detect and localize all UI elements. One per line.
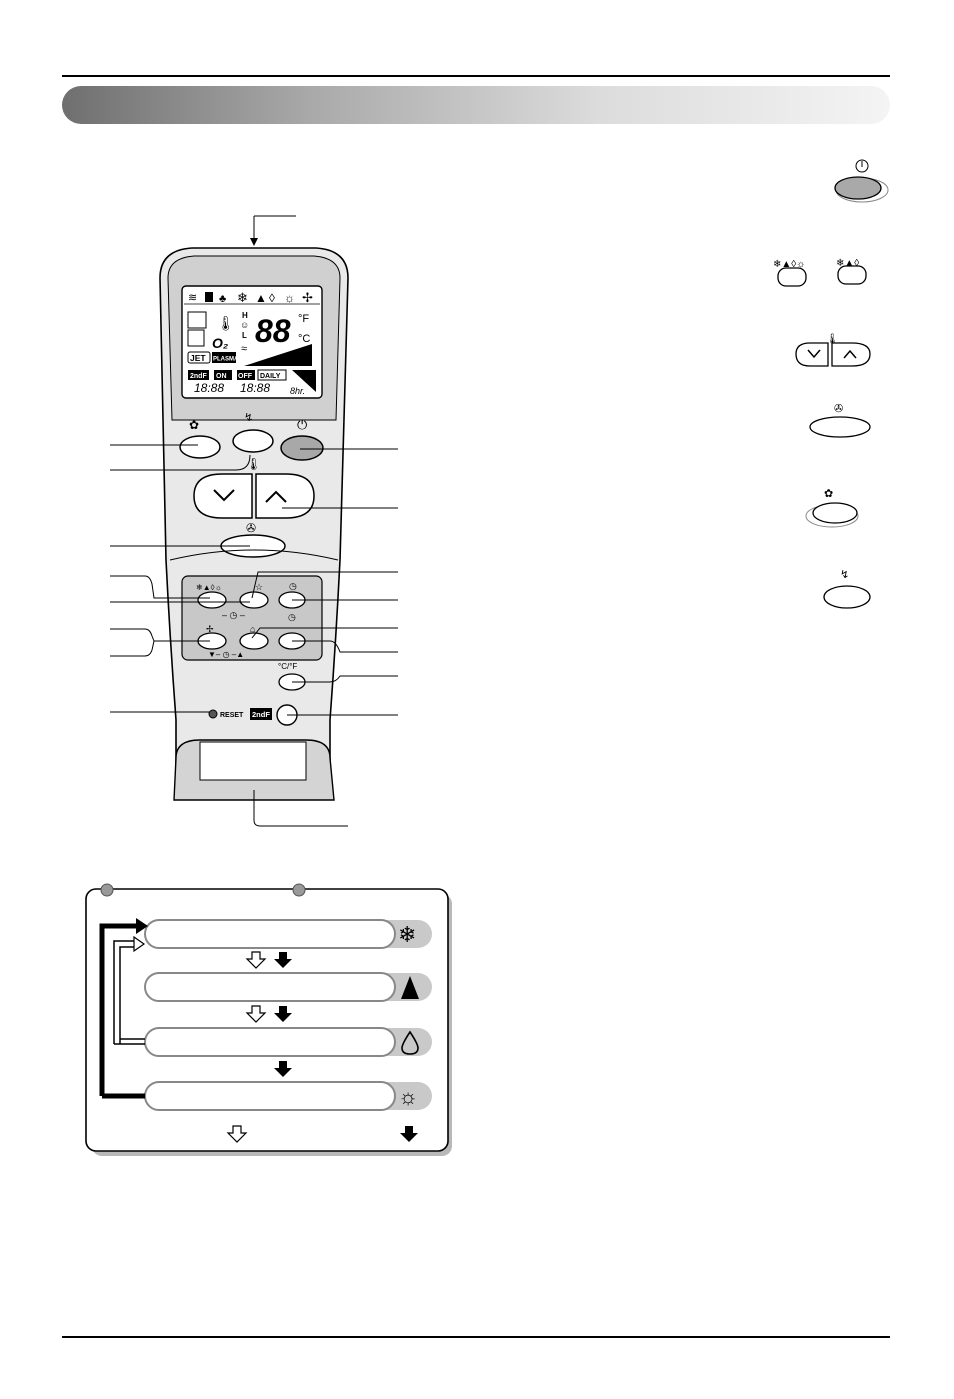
drop-icon: [401, 1030, 419, 1055]
jet-mode-button[interactable]: [232, 429, 274, 453]
chevron-up-icon: [265, 490, 287, 503]
daily-label: DAILY: [260, 373, 281, 380]
o2-label: O₂: [212, 335, 228, 351]
drop-icon: ◊: [269, 291, 275, 305]
function-panel: ❄▲◊☼ ☆ ◷ – ◷ – ◷ ✢ ⌂ ▼– ◷ –▲: [181, 575, 323, 661]
star-icon: ☆: [255, 582, 263, 592]
mode-icons-b: ❄▲◊: [836, 258, 859, 269]
on-label: ON: [216, 373, 227, 380]
callout-lines-left: [110, 444, 251, 713]
top-button-row: ✿ ↯ ⏻ 🌡: [179, 412, 324, 471]
svg-text:◷: ◷: [288, 612, 296, 622]
temp-digits: 88: [255, 313, 291, 349]
svg-text:– ◷ –: – ◷ –: [222, 610, 245, 620]
clock-icon: ◷: [289, 581, 297, 591]
svg-text:↯: ↯: [840, 569, 849, 581]
unit-f: °F: [298, 313, 309, 325]
auto-icon: ▲: [255, 291, 267, 305]
swirl-icon: ✿: [189, 418, 199, 432]
jet-label: JET: [190, 353, 206, 363]
snowflake-icon: ❄: [237, 290, 248, 305]
remote-cover: [173, 739, 335, 801]
hours-label: 8hr.: [290, 386, 305, 396]
time-right: 18:88: [240, 381, 270, 395]
svg-text:☺: ☺: [240, 320, 249, 330]
signal-icon: ≋: [188, 292, 197, 304]
fan-button-illustration: ✇: [809, 403, 871, 438]
off-label: OFF: [238, 373, 253, 380]
fan-icon: ✇: [246, 521, 256, 535]
temp-up-button[interactable]: [255, 473, 315, 519]
transmitter-pointer: [250, 215, 296, 246]
unit-c: °C: [298, 333, 310, 345]
jet-mode-icon: ↯: [244, 412, 253, 424]
swirl-button[interactable]: [179, 435, 221, 459]
battery-icon: [205, 292, 213, 302]
auto-icon: [401, 976, 419, 999]
mode-icons-a: ❄▲◊☼: [773, 259, 805, 270]
snowflake-icon: ❄: [398, 922, 416, 947]
l-label: L: [242, 331, 247, 340]
power-button[interactable]: [280, 435, 324, 461]
callout-lines-right: [251, 448, 398, 827]
mode-cycle-diagram: ❄ ☼: [85, 883, 452, 1156]
svg-text:✢: ✢: [206, 624, 214, 634]
house-icon: [187, 311, 207, 329]
mode-row-dry: [144, 1027, 432, 1057]
lcd-display: ≋ ♣ ❄ ▲ ◊ ☼ ✢ 🌡 H L ☺ 88 °F °C O₂ ≈ JET …: [181, 285, 323, 399]
swing-icon: ≈: [241, 343, 247, 355]
plasma-label: PLASMA: [213, 357, 239, 363]
button-illustrations: ❄▲◊☼ ❄▲◊ 🌡 ✇ ✿ ↯: [773, 159, 889, 609]
mode-row-cool: ❄: [144, 919, 432, 949]
temp-buttons: [193, 473, 315, 519]
power-button-illustration: [834, 159, 889, 203]
temp-buttons-illustration: 🌡: [795, 333, 871, 367]
room-temp-button[interactable]: [239, 632, 269, 650]
swirl-button-illustration: ✿: [805, 488, 859, 528]
bullet-left: [100, 883, 114, 897]
cf-label: °C/°F: [278, 662, 297, 671]
sun-icon: ☼: [398, 1084, 418, 1109]
svg-text:▼– ◷ –▲: ▼– ◷ –▲: [208, 650, 244, 659]
timer-flag-icon: [292, 370, 316, 392]
svg-text:✇: ✇: [834, 403, 843, 415]
chevron-down-icon: [213, 489, 235, 502]
mode-icons: ❄▲◊☼: [196, 583, 222, 592]
sleep-button[interactable]: [239, 591, 269, 609]
arrows-3: [274, 1061, 292, 1077]
power-icon: [834, 176, 882, 200]
reset-button[interactable]: [208, 709, 218, 719]
sun-icon: ☼: [284, 291, 295, 305]
mode-row-heat: ☼: [144, 1081, 432, 1111]
h-label: H: [242, 311, 248, 320]
svg-text:✿: ✿: [824, 488, 833, 500]
temp-down-button[interactable]: [193, 473, 253, 519]
bullet-right: [292, 883, 306, 897]
second-f-button-label: 2ndF: [252, 710, 270, 719]
power-icon: ⏻: [297, 417, 307, 432]
svg-text:⌂: ⌂: [250, 624, 255, 634]
mode-buttons-illustration: ❄▲◊☼ ❄▲◊: [773, 258, 867, 287]
top-rule: [62, 75, 890, 77]
thermometer-icon: 🌡: [217, 315, 235, 331]
arrows-2: [245, 1005, 292, 1023]
svg-text:🌡: 🌡: [826, 333, 839, 345]
remote-illustration: ≋ ♣ ❄ ▲ ◊ ☼ ✢ 🌡 H L ☺ 88 °F °C O₂ ≈ JET …: [110, 215, 398, 827]
arrows-1: [245, 951, 292, 969]
bottom-rule: [62, 1336, 890, 1338]
mode-row-auto: [144, 972, 432, 1002]
second-f-label: 2ndF: [190, 373, 207, 380]
mode-button[interactable]: [197, 591, 227, 609]
fan-blade-icon: ✢: [302, 290, 313, 305]
jet-button-illustration: ↯: [823, 569, 871, 609]
time-left: 18:88: [194, 381, 224, 395]
section-banner: [62, 86, 890, 124]
fan-level-bars: [244, 344, 312, 366]
legend-arrows: [226, 1125, 418, 1143]
sleep-icon: [187, 329, 205, 347]
tree-icon: ♣: [219, 293, 226, 305]
reset-label: RESET: [220, 712, 244, 719]
